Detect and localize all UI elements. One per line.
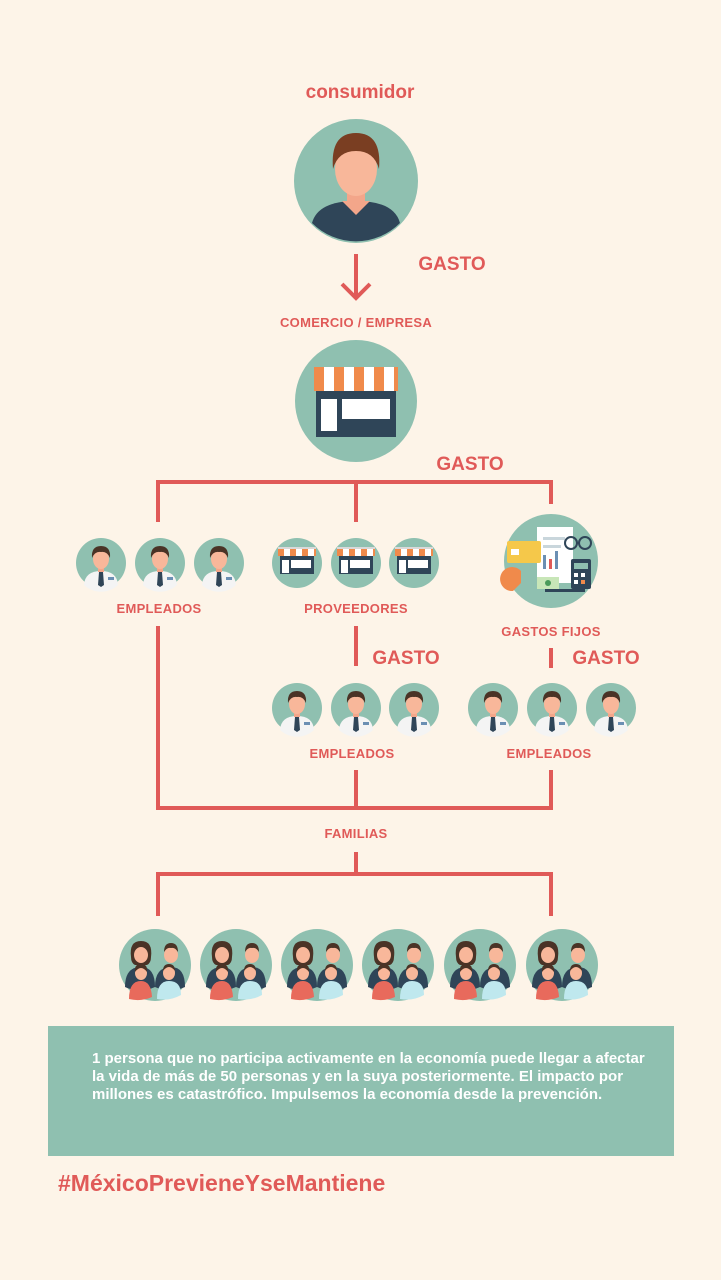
supplier-employee-group	[272, 683, 439, 737]
consumer-avatar	[294, 119, 418, 243]
store-icon	[295, 340, 417, 462]
fixed-costs-employee-group	[468, 683, 636, 737]
fixed-costs-employees-label: EMPLEADOS	[506, 746, 592, 761]
family-icon	[362, 929, 434, 1001]
family-icon	[119, 929, 191, 1001]
family-icon	[200, 929, 272, 1001]
fixed-costs-label: GASTOS FIJOS	[501, 624, 601, 639]
supplier-employees-label: EMPLEADOS	[309, 746, 395, 761]
supplier-store-icon	[272, 538, 322, 588]
business-label: COMERCIO / EMPRESA	[279, 315, 433, 330]
employee-icon	[76, 538, 126, 592]
suppliers-label: PROVEEDORES	[304, 601, 408, 616]
employee-icon	[194, 538, 244, 592]
employee-icon	[389, 683, 439, 737]
gasto-label-suppliers: GASTO	[372, 648, 440, 669]
supplier-group	[272, 538, 439, 588]
supplier-store-icon	[331, 538, 381, 588]
consumer-arrow	[340, 254, 372, 301]
family-icon	[281, 929, 353, 1001]
branch-connectors	[156, 480, 553, 916]
hashtag: #MéxicoPrevieneYseMantiene	[58, 1170, 386, 1196]
supplier-store-icon	[389, 538, 439, 588]
employee-group	[76, 538, 244, 592]
employee-icon	[527, 683, 577, 737]
consumer-label: consumidor	[305, 82, 415, 103]
family-icon	[526, 929, 598, 1001]
gasto-label-consumer: GASTO	[418, 254, 486, 275]
family-group	[119, 929, 598, 1001]
employees-label: EMPLEADOS	[116, 601, 202, 616]
message-text: 1 persona que no participa activamente e…	[92, 1050, 645, 1103]
employee-icon	[586, 683, 636, 737]
family-icon	[444, 929, 516, 1001]
fixed-costs-icon	[500, 514, 598, 608]
gasto-label-business: GASTO	[436, 454, 504, 475]
employee-icon	[331, 683, 381, 737]
gasto-label-fixed-costs: GASTO	[572, 648, 640, 669]
employee-icon	[468, 683, 518, 737]
families-label: FAMILIAS	[324, 826, 388, 841]
employee-icon	[135, 538, 185, 592]
employee-icon	[272, 683, 322, 737]
message-box: 1 persona que no participa activamente e…	[48, 1026, 674, 1156]
